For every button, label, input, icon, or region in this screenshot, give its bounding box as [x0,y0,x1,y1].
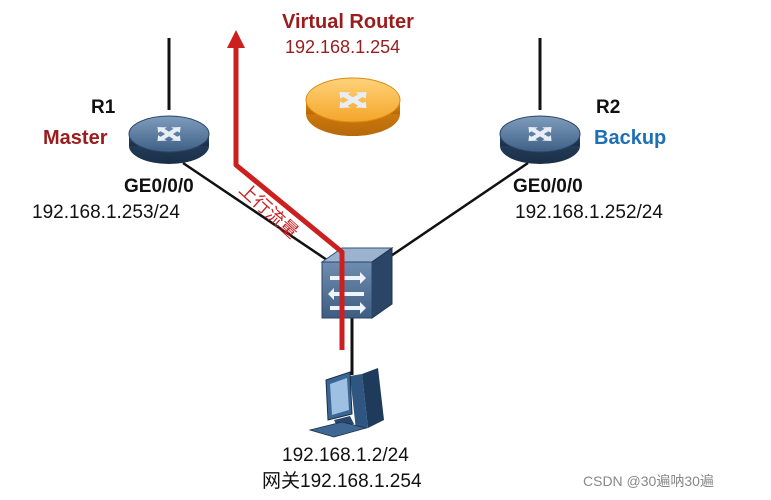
upstream-flow-arrow [233,45,345,350]
r2-ip: 192.168.1.252/24 [515,202,663,223]
r2-name: R2 [596,97,621,118]
host-ip: 192.168.1.2/24 [282,445,409,466]
r1-switch-link [182,161,331,264]
switch-icon [320,247,394,319]
virtual-router-title: Virtual Router [282,11,414,33]
r1-role: Master [43,127,108,149]
virtual-router-ip: 192.168.1.254 [285,37,401,57]
r1-interface: GE0/0/0 [124,176,194,197]
r1-ip: 192.168.1.253/24 [32,202,180,223]
r2-switch-link [381,161,529,264]
virtual-router-icon [305,77,401,136]
router-icon [128,115,210,164]
router-icon [499,115,581,164]
r2-interface: GE0/0/0 [513,176,583,197]
r1-name: R1 [91,97,116,118]
pc-icon [308,368,384,438]
host-gateway: 网关192.168.1.254 [262,471,422,492]
watermark: CSDN @30遍呐30遍 [583,473,714,489]
r2-role: Backup [594,127,667,149]
upstream-flow-arrowhead [227,30,245,48]
